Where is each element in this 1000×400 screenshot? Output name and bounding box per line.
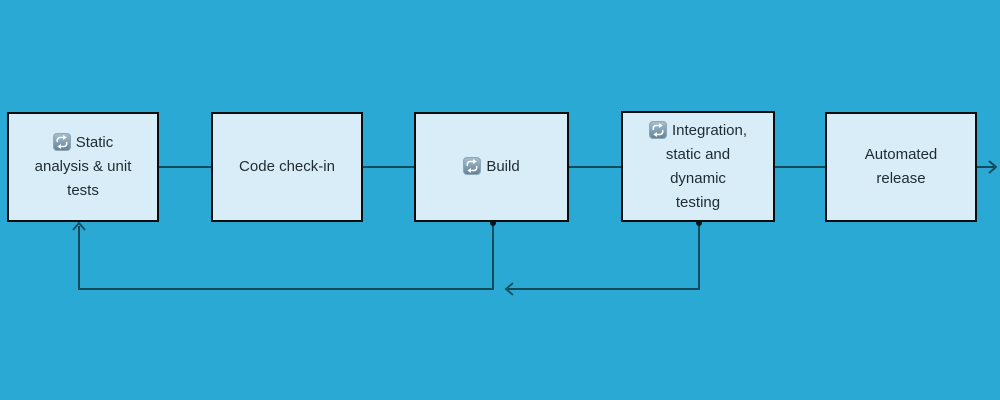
edge-integration-feedback-loop [504,225,700,296]
node-code-check-in[interactable]: Code check-in [211,112,363,222]
repeat-icon [648,120,667,139]
node-integration-testing-label: Integration, static and dynamic testing [645,119,751,215]
repeat-icon [52,133,71,151]
edge-release-offscreen-arrow [977,160,997,174]
node-static-analysis-label: Static analysis & unit tests [34,133,132,199]
edge-build-feedback-loop [72,221,494,290]
node-integration-testing[interactable]: Integration, static and dynamic testing [621,111,775,222]
node-build[interactable]: Build [414,112,569,222]
node-automated-release-label: Automated release [864,146,938,187]
node-code-check-in-label: Code check-in [239,158,335,175]
node-build-label: Build [459,155,523,179]
node-static-analysis[interactable]: Static analysis & unit tests [7,112,159,222]
node-automated-release[interactable]: Automated release [825,112,977,222]
repeat-icon [463,157,482,175]
